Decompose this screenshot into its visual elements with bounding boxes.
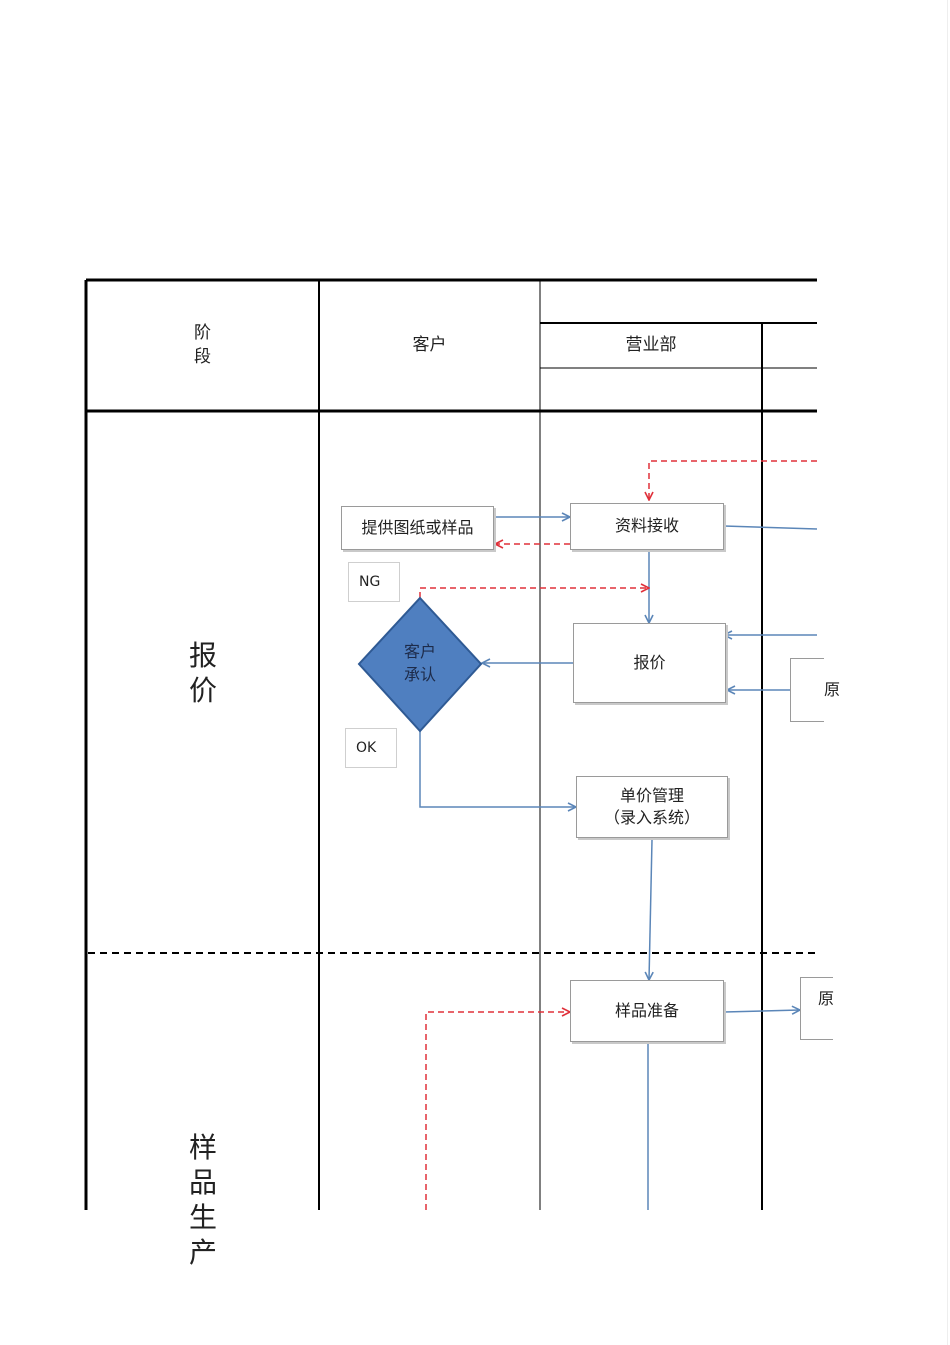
node-partial-right-2: 原 — [800, 977, 835, 1040]
node-sample-prep: 样品准备 — [570, 980, 724, 1042]
decision-label: 客户 承认 — [403, 642, 436, 685]
node-quote: 报价 — [573, 623, 726, 703]
node-provide-drawing: 提供图纸或样品 — [341, 506, 494, 550]
flow-decision-ng — [419, 588, 649, 598]
node-partial-right-1-label: 原 — [824, 679, 841, 699]
flow-price-to-sample — [649, 839, 652, 980]
stage-quote: 报 价 — [188, 639, 217, 707]
tag-ng: NG — [348, 562, 400, 602]
page-edge-line — [947, 0, 948, 1345]
header-sales-dept: 营业部 — [625, 335, 677, 356]
flow-decision-ok — [419, 731, 576, 807]
table-grid — [84, 278, 817, 1210]
header-customer: 客户 — [412, 335, 447, 356]
solid-flows — [419, 517, 818, 1210]
flow-return-to-receive — [649, 460, 817, 500]
flow-receive-out-right — [723, 525, 818, 530]
tag-ok: OK — [345, 728, 397, 768]
decision-diamond — [357, 596, 483, 733]
header-stage: 阶 段 — [194, 323, 211, 367]
stage-sample: 样 品 生 产 — [188, 1131, 217, 1269]
node-partial-right-1: 原 — [790, 658, 840, 722]
node-data-receive: 资料接收 — [570, 503, 724, 550]
flow-to-sample-prep — [425, 1012, 570, 1210]
node-unit-price: 单价管理 （录入系统） — [576, 776, 728, 838]
node-partial-right-2-label: 原 — [818, 989, 835, 1008]
dashed-flows — [419, 460, 817, 1210]
flow-sample-to-right — [723, 1010, 800, 1012]
